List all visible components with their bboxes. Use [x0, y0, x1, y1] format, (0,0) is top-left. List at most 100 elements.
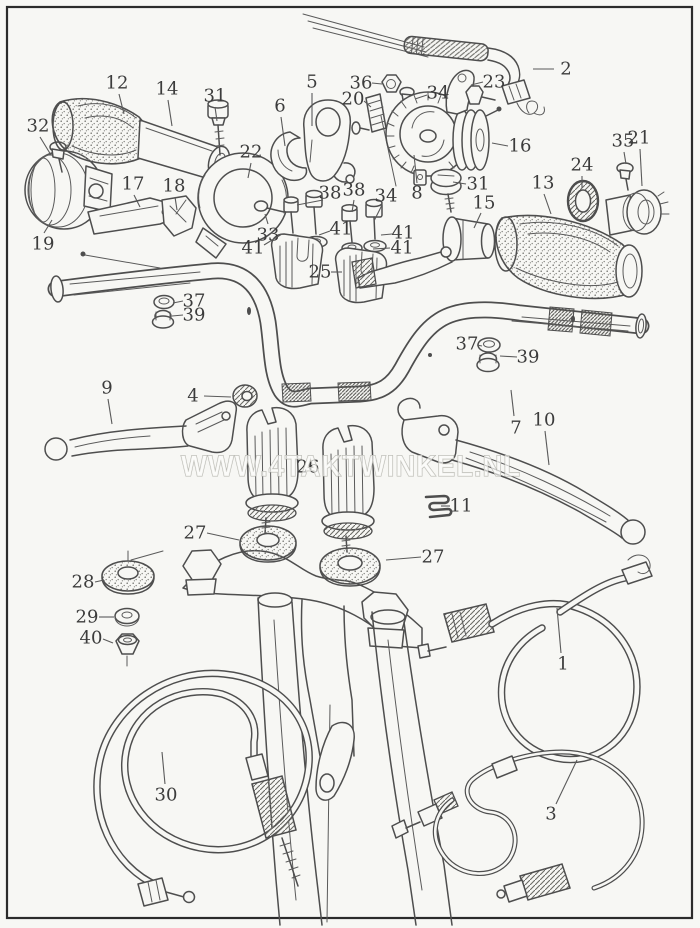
grommets-37-39-left	[151, 294, 175, 329]
leader-line-27	[385, 556, 422, 561]
leader-line-39	[171, 314, 184, 317]
part-callout-14: 14	[156, 79, 179, 100]
part-callout-39: 39	[183, 305, 206, 326]
part-callout-37: 37	[183, 291, 206, 312]
part-callout-31: 31	[467, 174, 490, 195]
part-36-nut	[381, 74, 402, 93]
leader-line-41	[380, 233, 393, 236]
leader-line-30	[161, 751, 166, 785]
part-31-bolt-mid	[430, 168, 462, 213]
leader-line-31	[452, 181, 467, 185]
part-callout-13: 13	[532, 173, 555, 194]
part-1-throttle-cable	[417, 554, 653, 764]
part-callout-37: 37	[456, 334, 479, 355]
leader-line-18	[174, 196, 178, 211]
part-22-handlebar-clamp	[195, 152, 289, 259]
leader-line-37	[476, 344, 483, 347]
watermark-text: WWW.4TAKTWINKEL.NL	[181, 450, 521, 483]
part-callout-2: 2	[560, 59, 571, 80]
part-15-throttle-lever	[351, 216, 496, 289]
part-callout-32: 32	[27, 116, 50, 137]
part-4-cable-ferrule	[232, 384, 258, 408]
leader-line-32	[39, 136, 52, 156]
leader-line-14	[167, 99, 173, 127]
part-11-clip	[424, 494, 453, 519]
steering-stem-and-legs	[257, 592, 453, 926]
part-callout-41: 41	[330, 219, 353, 240]
leader-line-38	[296, 199, 324, 206]
part-callout-38: 38	[343, 180, 366, 201]
part-32-screw	[49, 141, 67, 173]
leader-line-20	[363, 100, 372, 108]
leader-line-34	[414, 94, 428, 100]
part-31-bolt-top	[207, 99, 229, 156]
leader-line-23	[470, 81, 484, 86]
leader-line-15	[473, 212, 482, 229]
part-callout-27: 27	[422, 547, 445, 568]
leader-line-41	[318, 230, 331, 236]
part-callout-23: 23	[483, 72, 506, 93]
part-callout-25: 25	[309, 262, 332, 283]
leader-line-21	[639, 148, 643, 187]
leader-line-38	[351, 199, 355, 213]
part-6-clamp-half	[270, 131, 308, 182]
leader-line-4	[203, 395, 232, 398]
part-10-right-brake-lever	[397, 397, 646, 545]
handlebar	[47, 251, 650, 408]
part-callout-6: 6	[274, 96, 285, 117]
leader-line-35	[623, 151, 627, 165]
part-callout-29: 29	[76, 607, 99, 628]
part-callout-31: 31	[204, 86, 227, 107]
part-callout-8: 8	[411, 183, 422, 204]
leader-line-16	[491, 142, 509, 147]
part-35-screw	[616, 162, 634, 191]
part-callout-34: 34	[375, 186, 398, 207]
leader-line-27	[206, 532, 240, 541]
fender-cable-tab	[315, 721, 355, 801]
page-frame	[5, 5, 694, 920]
leader-line-6	[280, 116, 286, 147]
part-18-lever-pivot	[161, 195, 197, 237]
part-callout-35: 35	[612, 131, 635, 152]
part-24-seal-ring	[566, 179, 600, 223]
part-callout-40: 40	[80, 628, 103, 649]
leader-line-22	[247, 162, 252, 179]
leader-line-19	[43, 219, 53, 234]
part-28-cushion	[101, 550, 155, 595]
part-callout-39: 39	[517, 347, 540, 368]
leader-line-3	[555, 759, 578, 805]
part-callout-19: 19	[32, 234, 55, 255]
leader-line-34	[373, 204, 383, 222]
part-callout-33: 33	[257, 225, 280, 246]
part-callout-20: 20	[342, 89, 365, 110]
part-callout-21: 21	[628, 128, 651, 149]
part-callout-15: 15	[473, 193, 496, 214]
part-40-nut	[115, 633, 140, 667]
part-callout-3: 3	[545, 804, 556, 825]
part-callout-41: 41	[242, 238, 265, 259]
leader-line-37	[172, 300, 184, 304]
leader-line-9	[107, 398, 113, 425]
leader-line-7	[510, 389, 515, 417]
part-26-holder-right	[321, 424, 375, 553]
part-16-friction-disc	[452, 106, 502, 171]
part-3-cable	[391, 749, 645, 903]
part-23-link-arm	[445, 69, 496, 115]
part-5-lever-perch	[303, 99, 370, 184]
part-callout-4: 4	[187, 386, 198, 407]
part-callout-11: 11	[450, 496, 473, 517]
leader-line-17	[133, 194, 141, 208]
grommets-37-39-right	[476, 337, 501, 373]
part-9-left-brake-lever	[44, 400, 238, 461]
leader-line-33	[264, 213, 269, 225]
part-callout-16: 16	[509, 136, 532, 157]
part-callout-17: 17	[122, 174, 145, 195]
leader-line-1	[556, 607, 562, 654]
part-callout-27: 27	[184, 523, 207, 544]
part-33-screw	[253, 200, 285, 213]
leader-line-41	[263, 233, 283, 246]
leader-line-40	[102, 638, 114, 644]
